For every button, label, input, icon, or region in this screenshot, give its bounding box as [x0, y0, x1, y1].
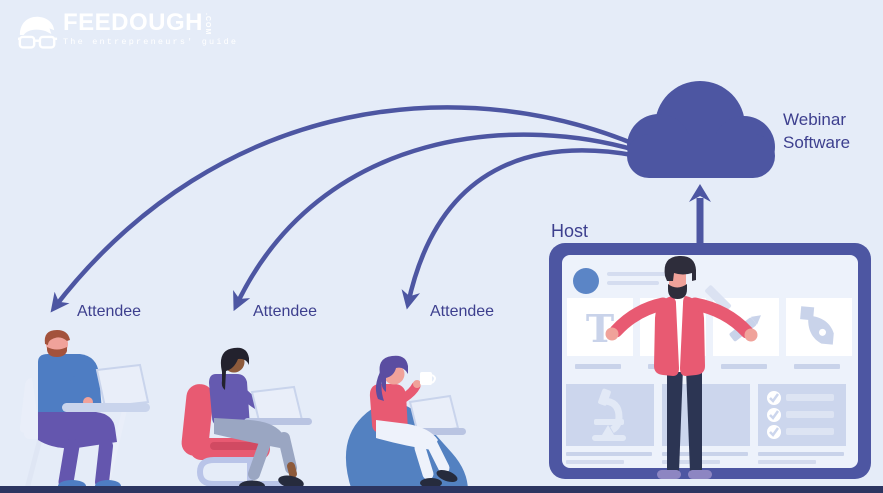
host-hair	[664, 255, 696, 281]
a2-hair	[220, 347, 249, 390]
bottom-captions	[566, 452, 844, 464]
a2-calf-left	[248, 434, 272, 480]
host-arm-right	[688, 297, 754, 339]
a3-arm	[399, 381, 421, 403]
a3-hand	[413, 380, 421, 388]
laptop-1	[62, 363, 150, 412]
upload-arrow	[689, 184, 711, 247]
header-line-1	[607, 272, 681, 276]
feedough-logo: FEEDOUGH .COM The entrepreneurs' guide	[16, 10, 238, 56]
host-arm-left	[609, 297, 670, 338]
attendee-label-3: Attendee	[430, 303, 495, 320]
caption-1	[575, 364, 621, 369]
host-jacket-right	[680, 296, 705, 376]
coffee-cup	[420, 372, 436, 385]
feedough-logo-text: FEEDOUGH .COM The entrepreneurs' guide	[63, 9, 239, 48]
a1-beard	[47, 347, 67, 357]
host-leg-left	[667, 368, 683, 472]
card-row-2	[566, 384, 846, 464]
caption-3	[721, 364, 767, 369]
a3-shoe-left	[420, 478, 442, 488]
host-jacket-left	[654, 296, 679, 376]
logo-tagline: The entrepreneurs' guide	[63, 37, 239, 47]
a1-hair	[44, 330, 70, 345]
a3-hair-back	[375, 372, 384, 401]
host-hand-right	[744, 328, 758, 342]
host-hand-left	[605, 327, 619, 341]
host-figure	[605, 255, 758, 479]
logo-tld: .COM	[204, 13, 212, 36]
webinar-software-label: Webinar Software	[783, 110, 851, 152]
host-shoe-left	[657, 470, 681, 479]
footer-bar	[0, 486, 883, 493]
caption-4	[794, 364, 840, 369]
chair-2	[181, 384, 287, 487]
a3-calf-right	[426, 438, 450, 474]
host-shoe-right	[688, 470, 712, 479]
arc-to-attendee-2	[233, 132, 651, 312]
arc-to-attendee-3	[401, 148, 651, 310]
microscope-icon	[592, 388, 626, 441]
pen-nib-icon	[800, 306, 834, 345]
presentation-screen: T	[549, 243, 871, 479]
attendee-2-figure	[181, 347, 312, 492]
checklist-icon	[767, 391, 834, 439]
a3-shoe-right	[436, 469, 458, 483]
host-beard	[668, 284, 687, 299]
host-leg-right	[686, 368, 702, 472]
feedough-face-icon	[17, 16, 58, 49]
header-line-2	[607, 281, 659, 285]
avatar	[573, 268, 599, 294]
a1-hips	[38, 412, 117, 449]
a3-hair	[379, 355, 408, 392]
logo-brand: FEEDOUGH	[63, 9, 204, 36]
a3-calf-left	[414, 442, 434, 480]
a1-calf-right	[95, 439, 113, 489]
a2-torso	[209, 374, 250, 427]
host-label: Host	[551, 221, 589, 241]
a2-ankle	[287, 462, 297, 478]
a3-thighs	[376, 420, 438, 450]
attendee-label-1: Attendee	[77, 303, 142, 320]
attendee-1-figure	[19, 330, 150, 493]
a1-calf-left	[58, 438, 80, 490]
arc-to-attendee-1	[50, 105, 651, 313]
attendee-label-2: Attendee	[253, 303, 318, 320]
a2-shoe-right	[278, 475, 304, 489]
cloud-icon	[627, 81, 775, 178]
connection-arrows	[50, 105, 651, 313]
attendee-3-figure	[345, 355, 468, 491]
